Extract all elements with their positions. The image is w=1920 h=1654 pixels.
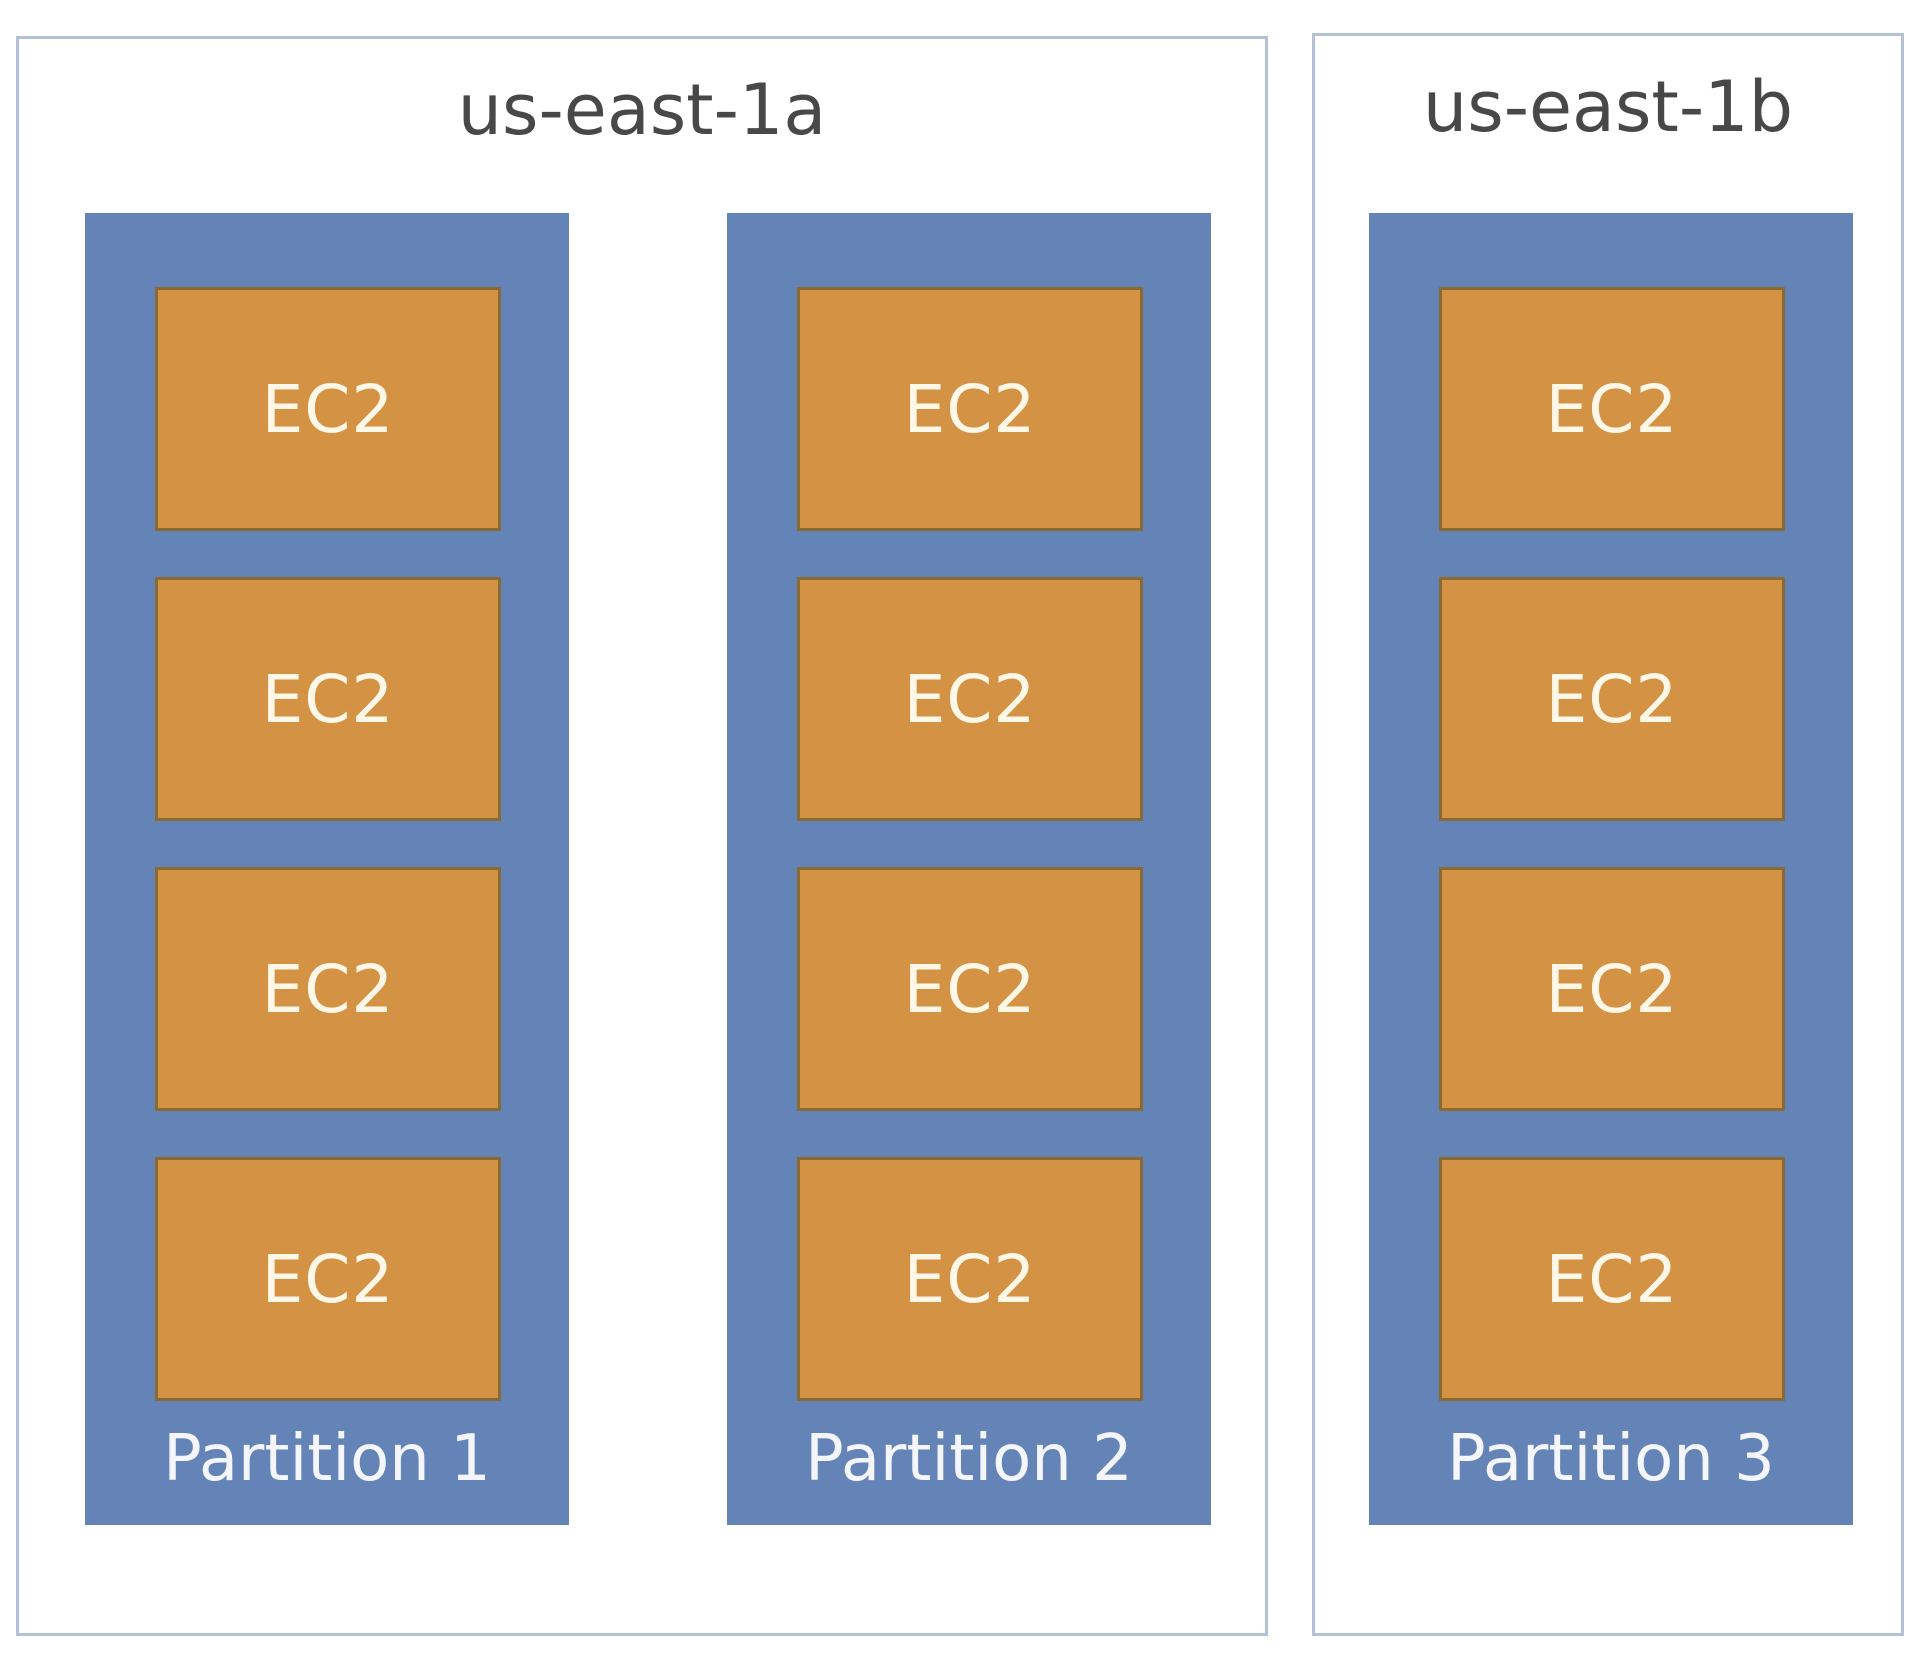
availability-zone-us-east-1a: us-east-1a EC2 EC2 EC2 EC2 Partition 1 E… xyxy=(16,36,1268,1636)
zone-title: us-east-1a xyxy=(457,69,827,151)
ec2-instance: EC2 xyxy=(155,577,501,821)
partition-label: Partition 2 xyxy=(805,1422,1133,1496)
ec2-instance: EC2 xyxy=(155,867,501,1111)
partition-label: Partition 3 xyxy=(1447,1422,1775,1496)
ec2-instance: EC2 xyxy=(797,867,1143,1111)
ec2-instance: EC2 xyxy=(797,1157,1143,1401)
partition-3: EC2 EC2 EC2 EC2 Partition 3 xyxy=(1369,213,1853,1525)
ec2-instance: EC2 xyxy=(1439,287,1785,531)
ec2-instance: EC2 xyxy=(155,287,501,531)
ec2-instance: EC2 xyxy=(797,287,1143,531)
partition-label: Partition 1 xyxy=(163,1422,491,1496)
ec2-instance: EC2 xyxy=(1439,1157,1785,1401)
zone-title: us-east-1b xyxy=(1422,66,1794,148)
ec2-instance: EC2 xyxy=(797,577,1143,821)
ec2-instance: EC2 xyxy=(155,1157,501,1401)
availability-zone-us-east-1b: us-east-1b EC2 EC2 EC2 EC2 Partition 3 xyxy=(1312,33,1904,1636)
ec2-instance: EC2 xyxy=(1439,867,1785,1111)
partition-1: EC2 EC2 EC2 EC2 Partition 1 xyxy=(85,213,569,1525)
partition-2: EC2 EC2 EC2 EC2 Partition 2 xyxy=(727,213,1211,1525)
ec2-instance: EC2 xyxy=(1439,577,1785,821)
